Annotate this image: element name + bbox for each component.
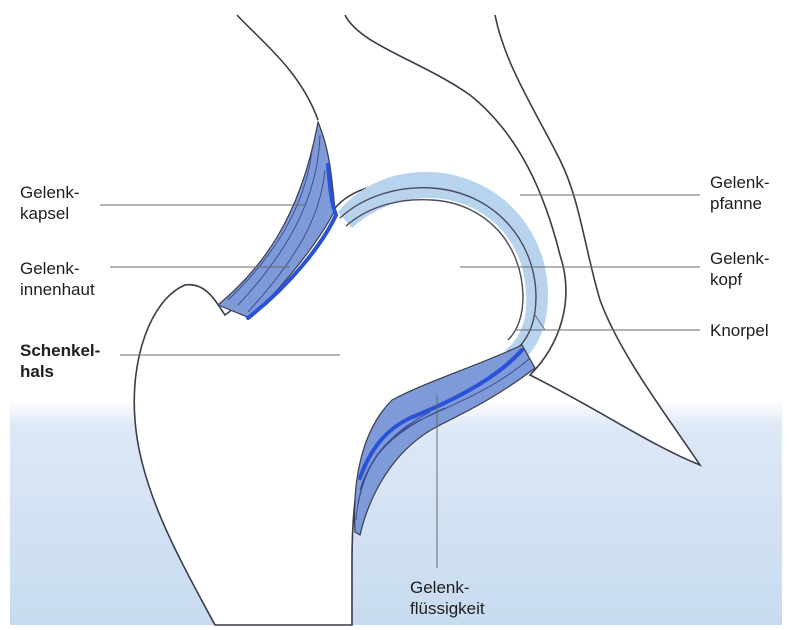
label-gelenkkopf-line2: kopf: [710, 269, 770, 290]
label-gelenkfluessigkeit: Gelenk- flüssigkeit: [410, 577, 485, 619]
label-gelenkkopf: Gelenk- kopf: [710, 248, 770, 290]
label-gelenkpfanne-line1: Gelenk-: [710, 172, 770, 193]
label-gelenkinnenhaut-line2: innenhaut: [20, 279, 95, 300]
label-gelenkinnenhaut: Gelenk- innenhaut: [20, 258, 95, 300]
label-gelenkpfanne-line2: pfanne: [710, 193, 770, 214]
label-schenkelhals-line2: hals: [20, 361, 100, 382]
label-gelenkkapsel-line1: Gelenk-: [20, 182, 80, 203]
label-gelenkfluessigkeit-line2: flüssigkeit: [410, 598, 485, 619]
label-schenkelhals-line1: Schenkel-: [20, 340, 100, 361]
ilium-outline: [237, 15, 318, 120]
label-gelenkkopf-line1: Gelenk-: [710, 248, 770, 269]
label-gelenkkapsel: Gelenk- kapsel: [20, 182, 80, 224]
label-gelenkkapsel-line2: kapsel: [20, 203, 80, 224]
label-gelenkfluessigkeit-line1: Gelenk-: [410, 577, 485, 598]
label-schenkelhals: Schenkel- hals: [20, 340, 100, 382]
label-gelenkpfanne: Gelenk- pfanne: [710, 172, 770, 214]
label-gelenkinnenhaut-line1: Gelenk-: [20, 258, 95, 279]
label-knorpel-line1: Knorpel: [710, 320, 769, 341]
label-knorpel: Knorpel: [710, 320, 769, 341]
